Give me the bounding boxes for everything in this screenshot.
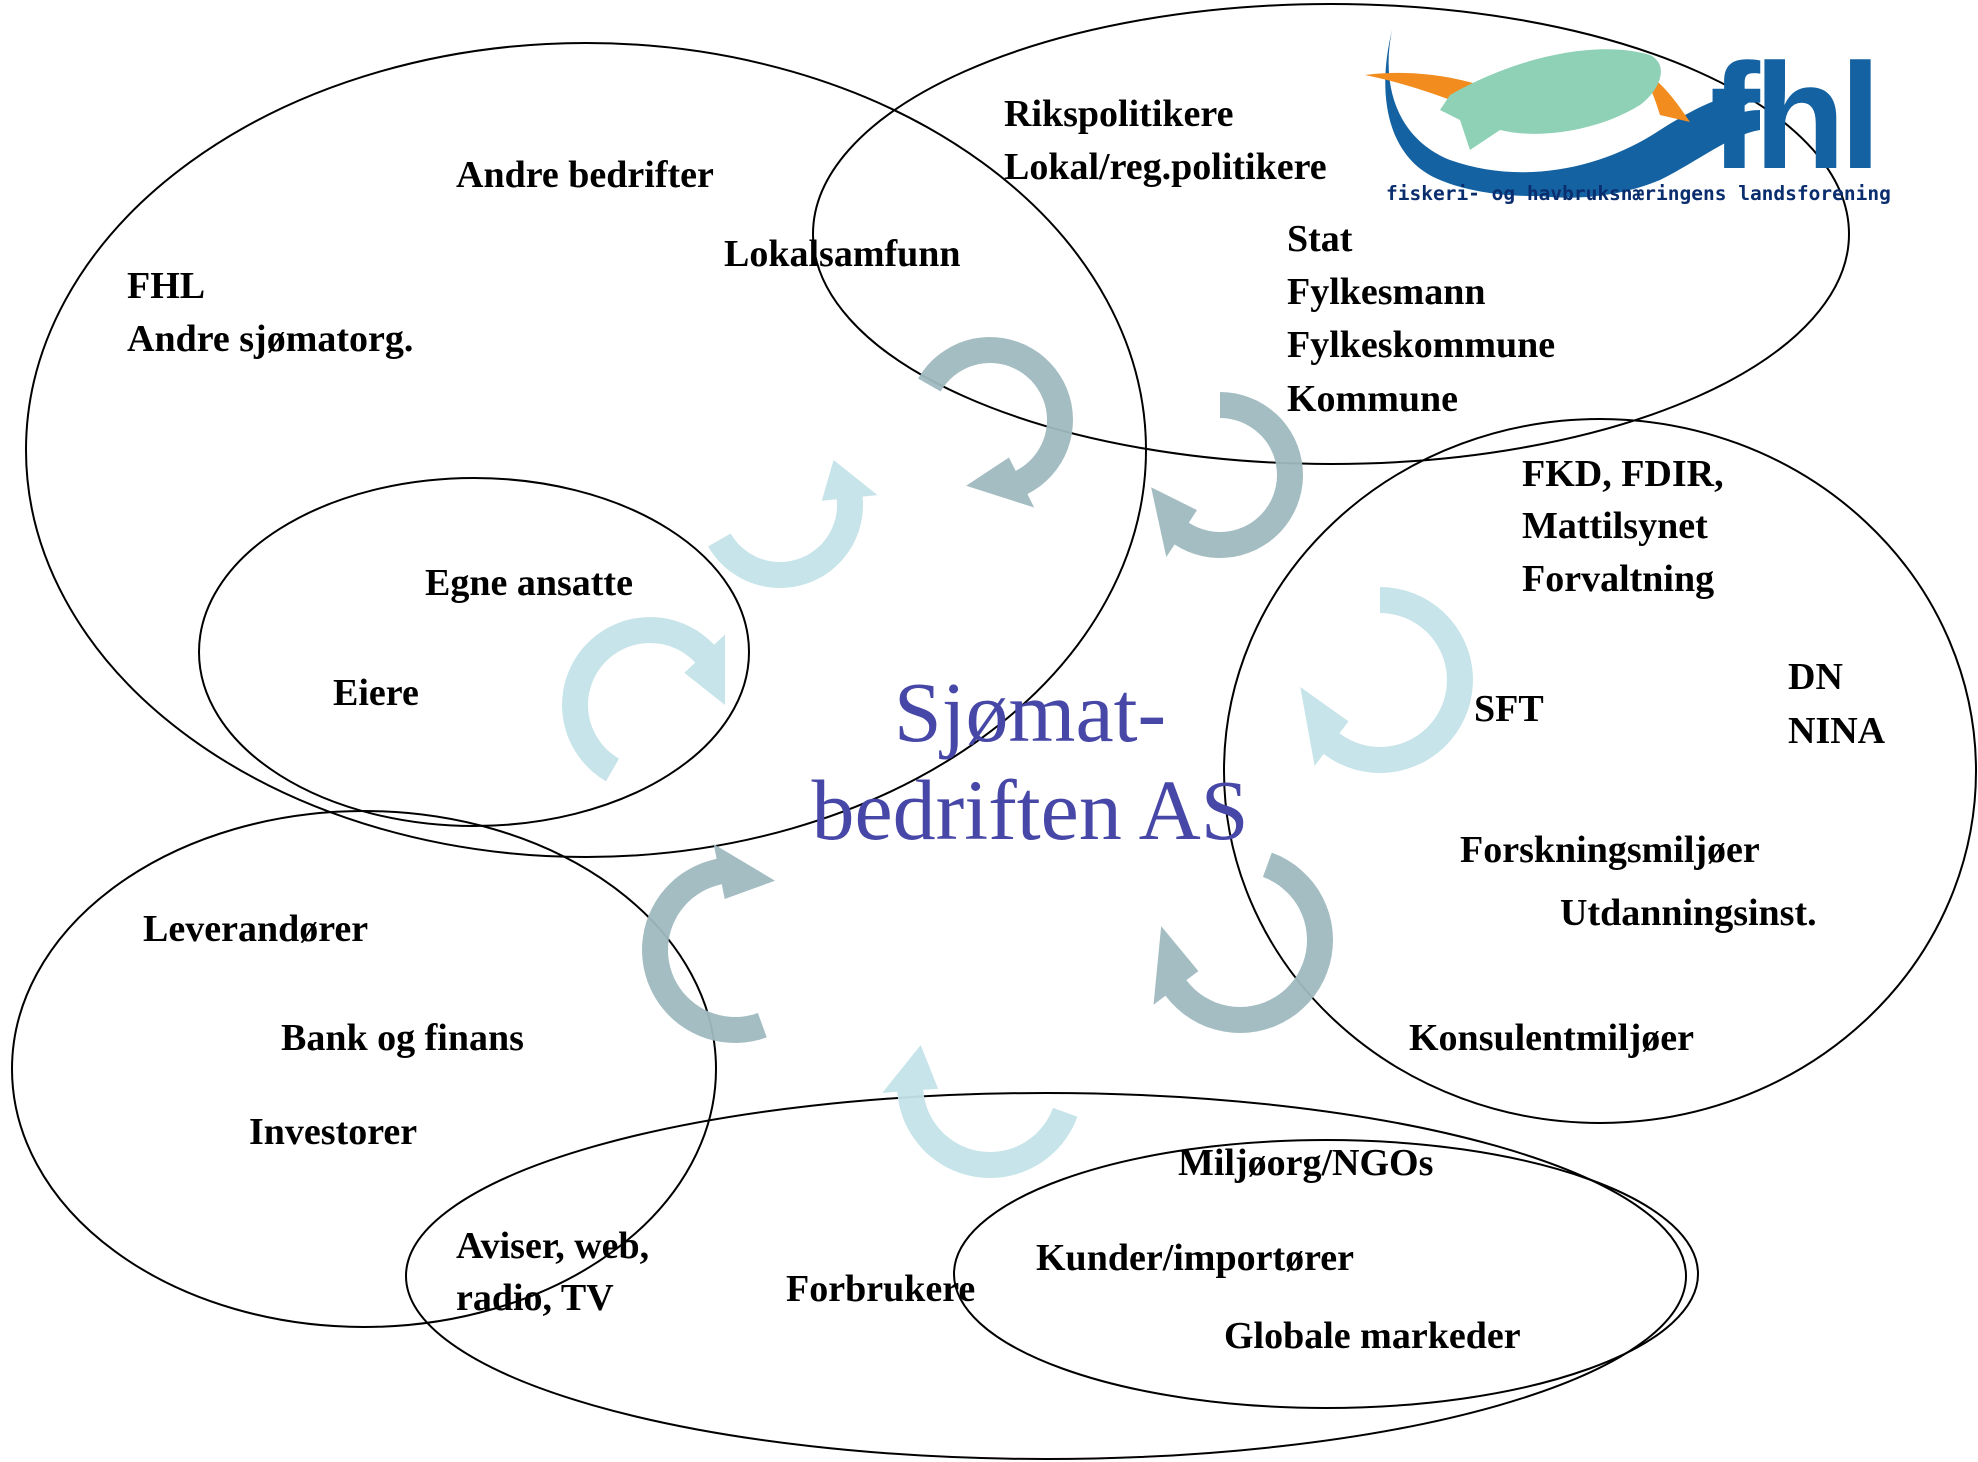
label-fkd-fdir: FKD, FDIR,: [1522, 453, 1724, 495]
label-lokal-politikere: Lokal/reg.politikere: [1004, 146, 1327, 188]
center-title: Sjømat- bedriften AS: [770, 663, 1290, 859]
label-eiere: Eiere: [333, 672, 419, 714]
label-investorer: Investorer: [249, 1111, 418, 1153]
curved-arrow-6: [882, 1045, 1078, 1178]
ellipse-top-right: [812, 3, 1850, 465]
ellipse-inner-left: [198, 477, 750, 827]
logo-wordmark: fhl: [1710, 32, 1875, 200]
label-egne-ansatte: Egne ansatte: [425, 562, 633, 604]
label-utdanningsinst: Utdanningsinst.: [1560, 892, 1817, 934]
curved-arrow-5: [1153, 852, 1333, 1033]
label-forvaltning: Forvaltning: [1522, 558, 1715, 600]
label-stat: Stat: [1287, 218, 1353, 260]
label-fylkeskommune: Fylkeskommune: [1287, 324, 1556, 366]
label-mattilsynet: Mattilsynet: [1522, 505, 1708, 547]
curved-arrow-4: [1300, 587, 1473, 773]
ellipse-right: [1223, 418, 1977, 1124]
curved-arrow-8: [562, 617, 726, 782]
center-title-line1: Sjømat-: [893, 664, 1167, 760]
logo-fish: [1440, 49, 1661, 150]
label-globale-markeder: Globale markeder: [1224, 1315, 1521, 1357]
label-dn: DN: [1788, 656, 1843, 698]
label-sft: SFT: [1474, 688, 1544, 730]
fhl-logo: fhl fiskeri- og havbruksnæringens landsf…: [1365, 30, 1891, 205]
label-miljoorg: Miljøorg/NGOs: [1178, 1142, 1434, 1184]
ellipse-bottom-left: [11, 810, 717, 1328]
label-nina: NINA: [1788, 710, 1886, 752]
label-konsulentmiljoer: Konsulentmiljøer: [1409, 1017, 1694, 1059]
curved-arrow-2: [708, 460, 878, 588]
ellipse-top-left: [25, 42, 1147, 858]
label-forskningsmiljoer: Forskningsmiljøer: [1460, 829, 1760, 871]
ellipse-inner-bottom: [953, 1139, 1699, 1409]
label-forbrukere: Forbrukere: [786, 1268, 976, 1310]
logo-wave-lower: [1460, 110, 1760, 198]
center-title-line2: bedriften AS: [811, 762, 1249, 858]
label-lokalsamfunn: Lokalsamfunn: [724, 233, 961, 275]
label-kommune: Kommune: [1287, 378, 1458, 420]
label-andre-bedrifter: Andre bedrifter: [456, 154, 714, 196]
logo-tagline: fiskeri- og havbruksnæringens landsforen…: [1386, 182, 1891, 205]
label-fylkesmann: Fylkesmann: [1287, 271, 1486, 313]
label-radio-tv: radio, TV: [456, 1277, 614, 1319]
label-rikspolitikere: Rikspolitikere: [1004, 93, 1234, 135]
label-leverandorer: Leverandører: [143, 908, 369, 950]
curved-arrow-7: [642, 844, 775, 1043]
ellipse-bottom: [405, 1092, 1687, 1460]
curved-arrow-3: [1151, 392, 1303, 558]
label-aviser: Aviser, web,: [456, 1225, 650, 1267]
label-bank-og-finans: Bank og finans: [281, 1017, 524, 1059]
label-fhl: FHL: [127, 265, 206, 307]
label-andre-sjomatorg: Andre sjømatorg.: [127, 318, 414, 360]
curved-arrow-1: [918, 337, 1073, 508]
curved-arrows: [562, 337, 1473, 1178]
label-kunder: Kunder/importører: [1036, 1237, 1355, 1279]
